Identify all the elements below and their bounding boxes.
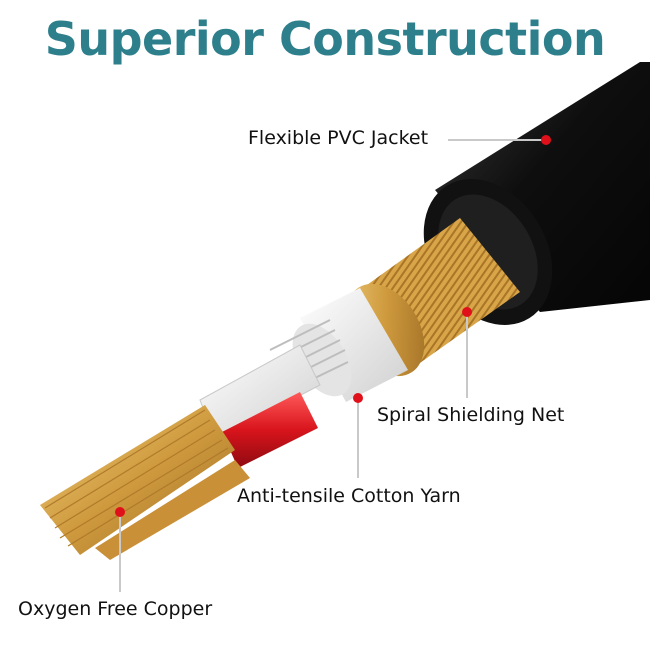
page-title: Superior Construction [44,12,606,66]
shield-marker [462,307,472,317]
label-oxygen-free-copper: Oxygen Free Copper [18,598,213,620]
copper-strands [40,405,250,560]
yarn-marker [353,393,363,403]
leader-lines [115,135,551,592]
label-pvc-jacket: Flexible PVC Jacket [248,127,429,149]
label-spiral-shielding: Spiral Shielding Net [377,404,565,426]
jacket-marker [541,135,551,145]
label-cotton-yarn: Anti-tensile Cotton Yarn [237,485,461,507]
copper-marker [115,507,125,517]
